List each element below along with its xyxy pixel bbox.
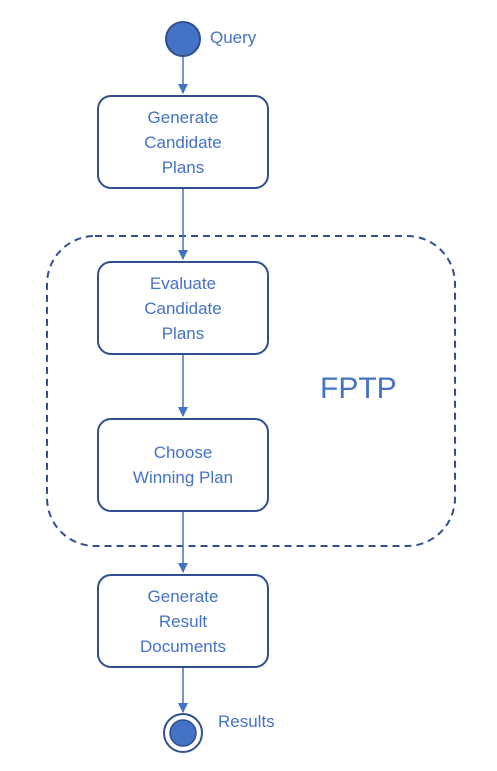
step-evaluate-candidate-plans: Evaluate Candidate Plans <box>97 261 269 355</box>
start-node <box>165 21 201 57</box>
end-node <box>169 719 197 747</box>
step-choose-winning-plan: Choose Winning Plan <box>97 418 269 512</box>
fptp-region-border <box>46 235 456 547</box>
start-label: Query <box>210 28 257 47</box>
fptp-region-label: FPTP <box>320 372 397 405</box>
step-generate-result-documents: Generate Result Documents <box>97 574 269 668</box>
end-label: Results <box>218 712 275 731</box>
step-generate-candidate-plans: Generate Candidate Plans <box>97 95 269 189</box>
